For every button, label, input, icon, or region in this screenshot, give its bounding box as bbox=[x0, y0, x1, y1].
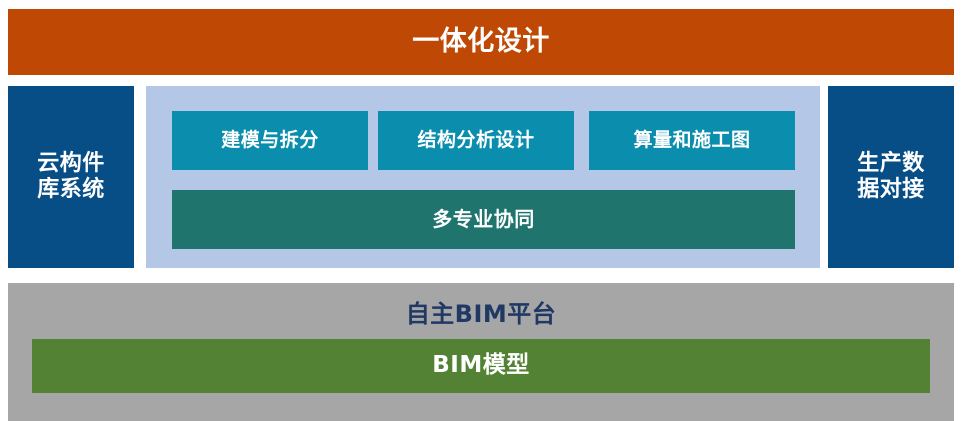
bar-bim-model: BIM模型 bbox=[32, 339, 930, 393]
pillar-cloud-component-library: 云构件 库系统 bbox=[8, 86, 134, 268]
bar-multi-discipline-collaboration: 多专业协同 bbox=[172, 190, 795, 249]
cell-modeling-and-splitting: 建模与拆分 bbox=[172, 111, 368, 170]
cell-structural-analysis-design: 结构分析设计 bbox=[378, 111, 574, 170]
pillar-production-data-interface: 生产数 据对接 bbox=[828, 86, 954, 268]
diagram-header-banner: 一体化设计 bbox=[8, 9, 954, 75]
cell-quantity-and-construction-drawing: 算量和施工图 bbox=[589, 111, 795, 170]
platform-title: 自主BIM平台 bbox=[405, 299, 557, 328]
